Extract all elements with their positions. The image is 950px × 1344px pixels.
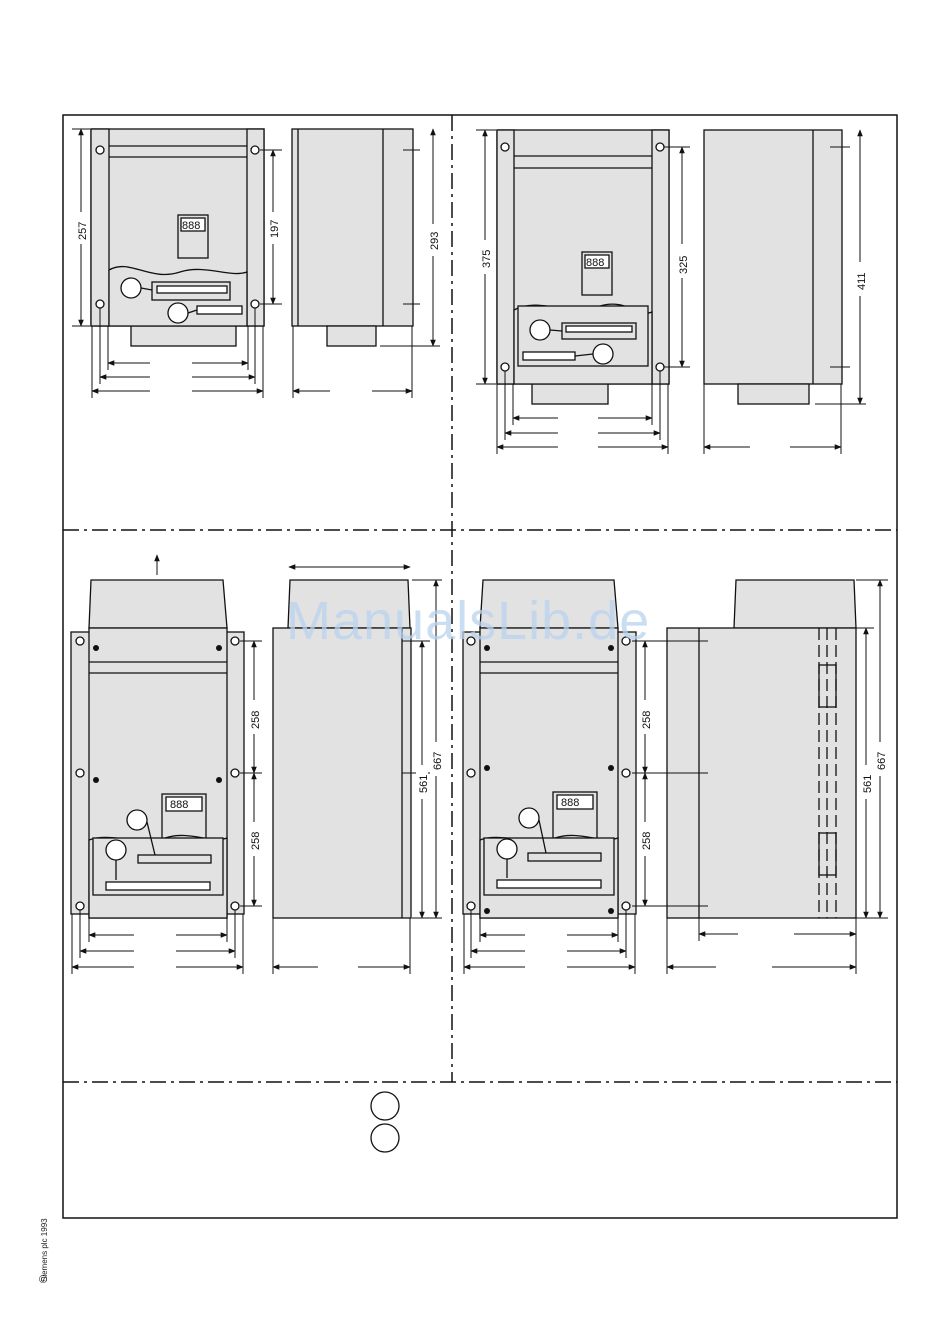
p4-display-digits: 888 — [561, 797, 579, 809]
legend-callouts — [371, 1092, 399, 1152]
p4-lower-label: 258 — [641, 832, 653, 850]
p4-mid-label: 561 — [862, 775, 874, 793]
p3-display-digits: 888 — [170, 799, 188, 811]
panel-3-front-view — [71, 580, 244, 918]
p2-height-label: 375 — [481, 250, 493, 268]
copyright-symbol: © — [39, 1274, 47, 1286]
p3-total-label: 667 — [432, 752, 444, 770]
p4-upper-label: 258 — [641, 711, 653, 729]
p2-side-label: 411 — [856, 272, 868, 290]
watermark: ManualsLib.de — [286, 590, 650, 652]
copyright-text: Siemens plc 1993 — [40, 1218, 49, 1282]
p4-total-label: 667 — [876, 752, 888, 770]
p3-lower-label: 258 — [250, 832, 262, 850]
panel-2-front-view — [497, 130, 669, 404]
p1-display-digits: 888 — [182, 220, 200, 232]
p2-mount-label: 325 — [678, 256, 690, 274]
panel-1-side-view — [292, 129, 413, 346]
p3-upper-label: 258 — [250, 711, 262, 729]
p1-mount-label: 197 — [269, 220, 281, 238]
p1-height-label: 257 — [77, 222, 89, 240]
copyright-note: Siemens plc 1993 © — [40, 1190, 54, 1290]
p2-display-digits: 888 — [586, 257, 604, 269]
panel-4-side-view — [667, 580, 856, 918]
panel-2-side-view — [704, 130, 842, 404]
p3-mid-label: 561 — [418, 775, 430, 793]
p1-side-label: 293 — [429, 232, 441, 250]
panel-1-front-view — [91, 129, 264, 346]
